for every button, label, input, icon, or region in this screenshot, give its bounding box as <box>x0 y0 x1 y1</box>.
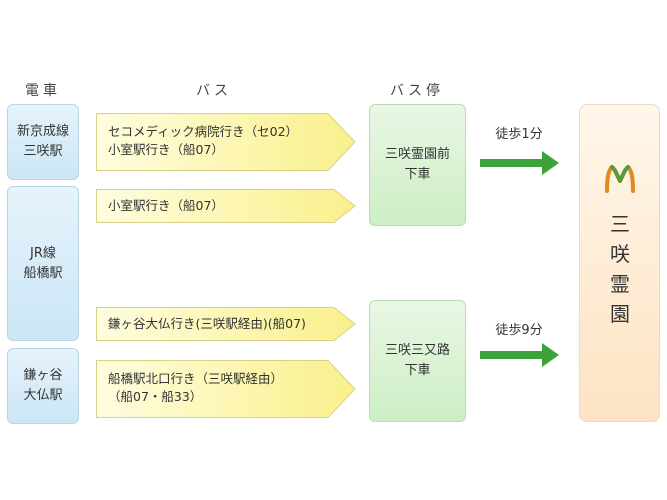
route-text-line1: セコメディック病院行き（セ02） <box>108 124 299 139</box>
cemetery-logo-icon <box>605 165 635 193</box>
station-line: 新京成線 <box>16 124 69 139</box>
destination-char: 霊 <box>610 272 630 296</box>
route-text-line1: 船橋駅北口行き（三咲駅経由） <box>108 371 284 386</box>
bus-route-2: 小室駅行き（船07） <box>96 189 356 223</box>
walk-arrow-2-icon <box>480 343 559 367</box>
bus-stop-misaki-reien-mae: 三咲霊園前 下車 <box>369 104 466 226</box>
walk-arrow-1-icon <box>480 151 559 175</box>
header-bus-stop: バス停 <box>390 83 444 99</box>
stop-action: 下車 <box>404 167 431 182</box>
route-arrow-shape <box>96 189 356 223</box>
route-text-line1: 鎌ヶ谷大仏行き(三咲駅経由)(船07) <box>108 316 306 331</box>
route-text-line2: （船07・船33） <box>108 389 203 404</box>
walk-time-1: 徒歩1分 <box>495 127 543 142</box>
bus-route-4: 船橋駅北口行き（三咲駅経由） （船07・船33） <box>96 360 356 418</box>
route-arrow-shape <box>96 360 356 418</box>
walk-time-2: 徒歩9分 <box>495 323 543 338</box>
destination-char: 三 <box>610 212 630 236</box>
destination-char: 園 <box>610 302 630 326</box>
bus-route-1: セコメディック病院行き（セ02） 小室駅行き（船07） <box>96 113 356 171</box>
destination-char: 咲 <box>610 242 630 266</box>
destination-name: 三 咲 霊 園 <box>600 209 640 329</box>
stop-name: 三咲三又路 <box>384 343 450 358</box>
station-misaki: 新京成線 三咲駅 <box>7 104 79 180</box>
destination-box: 三 咲 霊 園 <box>579 104 660 422</box>
bus-route-3: 鎌ヶ谷大仏行き(三咲駅経由)(船07) <box>96 307 356 341</box>
route-text-line2: 小室駅行き（船07） <box>108 142 224 157</box>
station-funabashi: JR線 船橋駅 <box>7 186 79 341</box>
station-name: 船橋駅 <box>23 265 63 281</box>
station-line: JR線 <box>30 245 56 261</box>
station-name: 三咲駅 <box>23 144 63 159</box>
route-arrow-shape <box>96 307 356 341</box>
station-name: 大仏駅 <box>23 388 63 403</box>
stop-action: 下車 <box>404 363 431 378</box>
station-kamagaya-daibutsu: 鎌ヶ谷 大仏駅 <box>7 348 79 424</box>
stop-name: 三咲霊園前 <box>384 147 450 162</box>
route-text-line1: 小室駅行き（船07） <box>108 198 224 213</box>
header-bus: バス <box>196 83 232 99</box>
route-arrow-shape <box>96 113 356 171</box>
station-line: 鎌ヶ谷 <box>23 368 63 383</box>
bus-stop-misaki-sanmatairo: 三咲三又路 下車 <box>369 300 466 422</box>
header-train: 電車 <box>25 83 61 99</box>
